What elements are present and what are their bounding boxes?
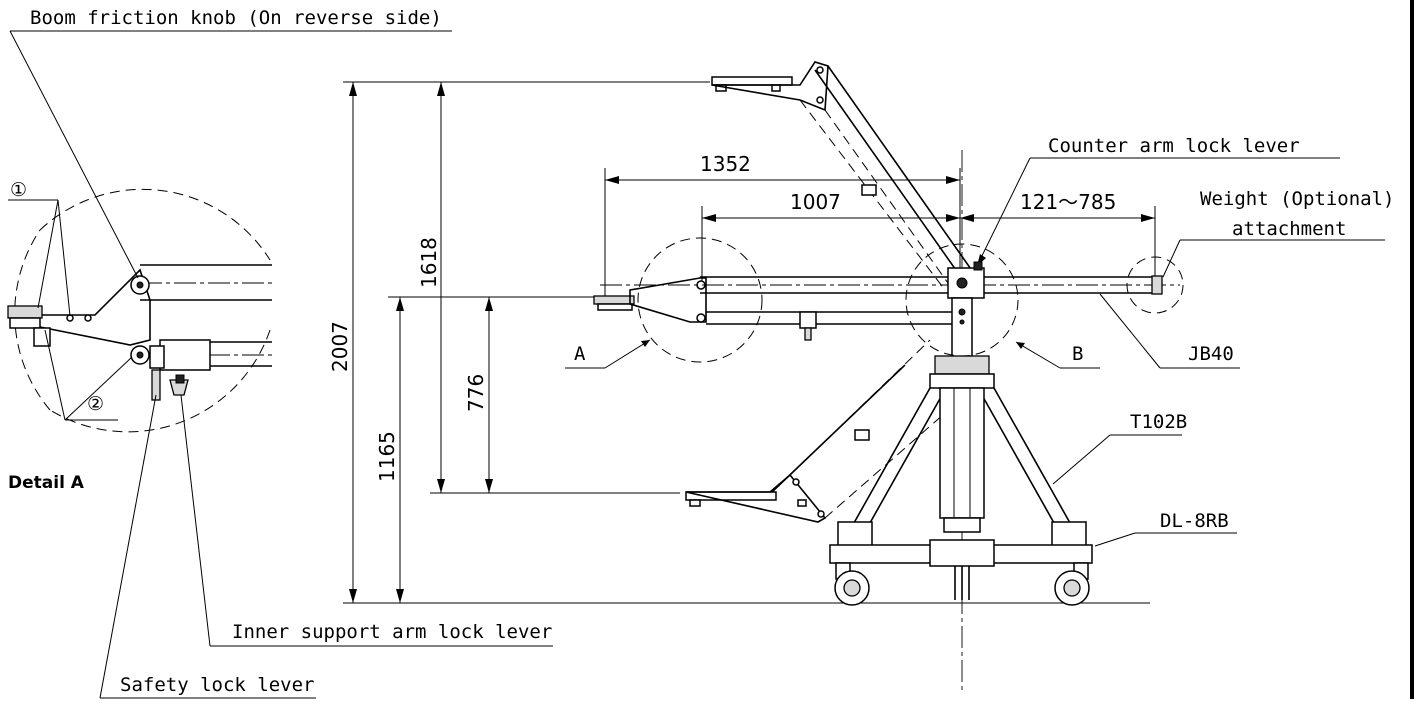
- dim-1352: 1352: [700, 152, 751, 176]
- callout-a: A: [574, 343, 586, 365]
- callout-b: B: [1072, 343, 1083, 365]
- dim-1007: 1007: [790, 190, 841, 214]
- t102b-label: T102B: [1130, 411, 1187, 433]
- inner-support-arm-lock-lever-label: Inner support arm lock lever: [232, 621, 552, 643]
- dl8rb-label: DL-8RB: [1160, 510, 1229, 532]
- marker-1: ①: [10, 179, 27, 201]
- dimension-lines: 2007 1618 1165 776 1352 1007 1: [328, 81, 1156, 604]
- jb40-label: JB40: [1188, 343, 1234, 365]
- dim-776: 776: [464, 374, 488, 412]
- dim-2007: 2007: [328, 321, 352, 372]
- head-block: [947, 261, 985, 359]
- marker-2: ②: [87, 393, 104, 415]
- boom-friction-knob-label: Boom friction knob (On reverse side): [30, 7, 442, 29]
- detail-a-title: Detail A: [8, 473, 85, 493]
- dim-121-785: 121～785: [1020, 190, 1116, 214]
- leader-labels: Boom friction knob (On reverse side) Inn…: [9, 7, 1394, 699]
- raised-boom: [711, 61, 981, 301]
- tripod: [837, 355, 1087, 549]
- detail-a-markers: ① ② Detail A: [8, 179, 133, 493]
- detail-a-view: [7, 188, 272, 433]
- weight-attachment-circle: [1126, 256, 1184, 314]
- dim-1618: 1618: [417, 237, 441, 288]
- main-jib-drawing: [593, 61, 1184, 690]
- weight-attachment-label-line2: attachment: [1232, 218, 1346, 240]
- dim-1165: 1165: [375, 431, 399, 482]
- horizontal-boom: [593, 275, 1180, 341]
- dolly: [829, 539, 1093, 606]
- detail-a-circle: [637, 237, 763, 363]
- weight-attachment-label-line1: Weight (Optional): [1200, 188, 1394, 210]
- lowered-boom: [685, 339, 961, 523]
- counter-arm-lock-lever-label: Counter arm lock lever: [1048, 135, 1300, 157]
- safety-lock-lever-label: Safety lock lever: [120, 674, 314, 696]
